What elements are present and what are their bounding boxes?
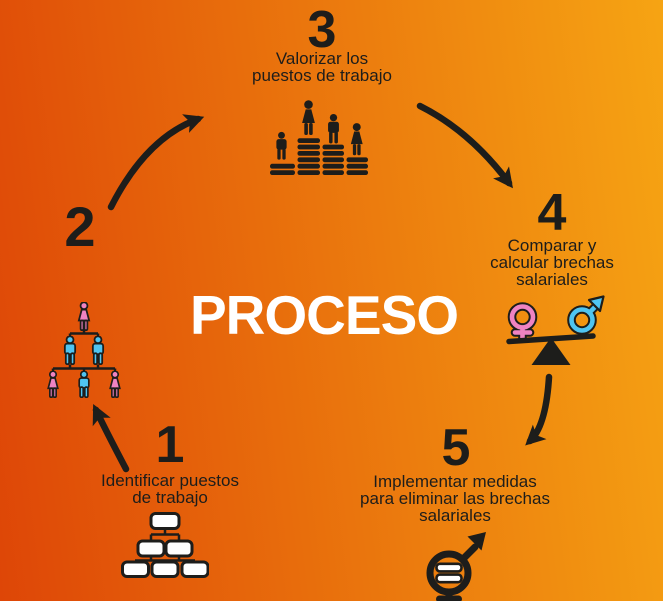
step-4-number: 4 xyxy=(537,184,567,242)
arrow-2-to-3-icon xyxy=(107,114,205,211)
step-3-label: Valorizar los puestos de trabajo xyxy=(252,49,392,85)
arrow-1-to-2-icon xyxy=(92,404,130,473)
step-5-number: 5 xyxy=(441,419,471,477)
step-4-label: Comparar y calcular brechas salariales xyxy=(490,236,614,289)
page-title: PROCESO xyxy=(190,284,459,346)
org-chart-icon xyxy=(121,512,209,578)
step-3-number: 3 xyxy=(307,1,337,59)
step-5-label: Implementar medidas para eliminar las br… xyxy=(360,472,550,525)
people-podium-icon xyxy=(270,100,368,175)
step-1-number: 1 xyxy=(155,416,185,474)
gender-equality-icon xyxy=(426,532,486,601)
step-1-label: Identificar puestos de trabajo xyxy=(101,471,239,507)
arrow-3-to-4-icon xyxy=(416,102,513,189)
step-2-number: 2 xyxy=(64,195,96,258)
arrow-4-to-5-icon xyxy=(525,373,553,446)
people-hierarchy-icon xyxy=(47,302,121,398)
gender-balance-scale-icon xyxy=(506,295,605,365)
